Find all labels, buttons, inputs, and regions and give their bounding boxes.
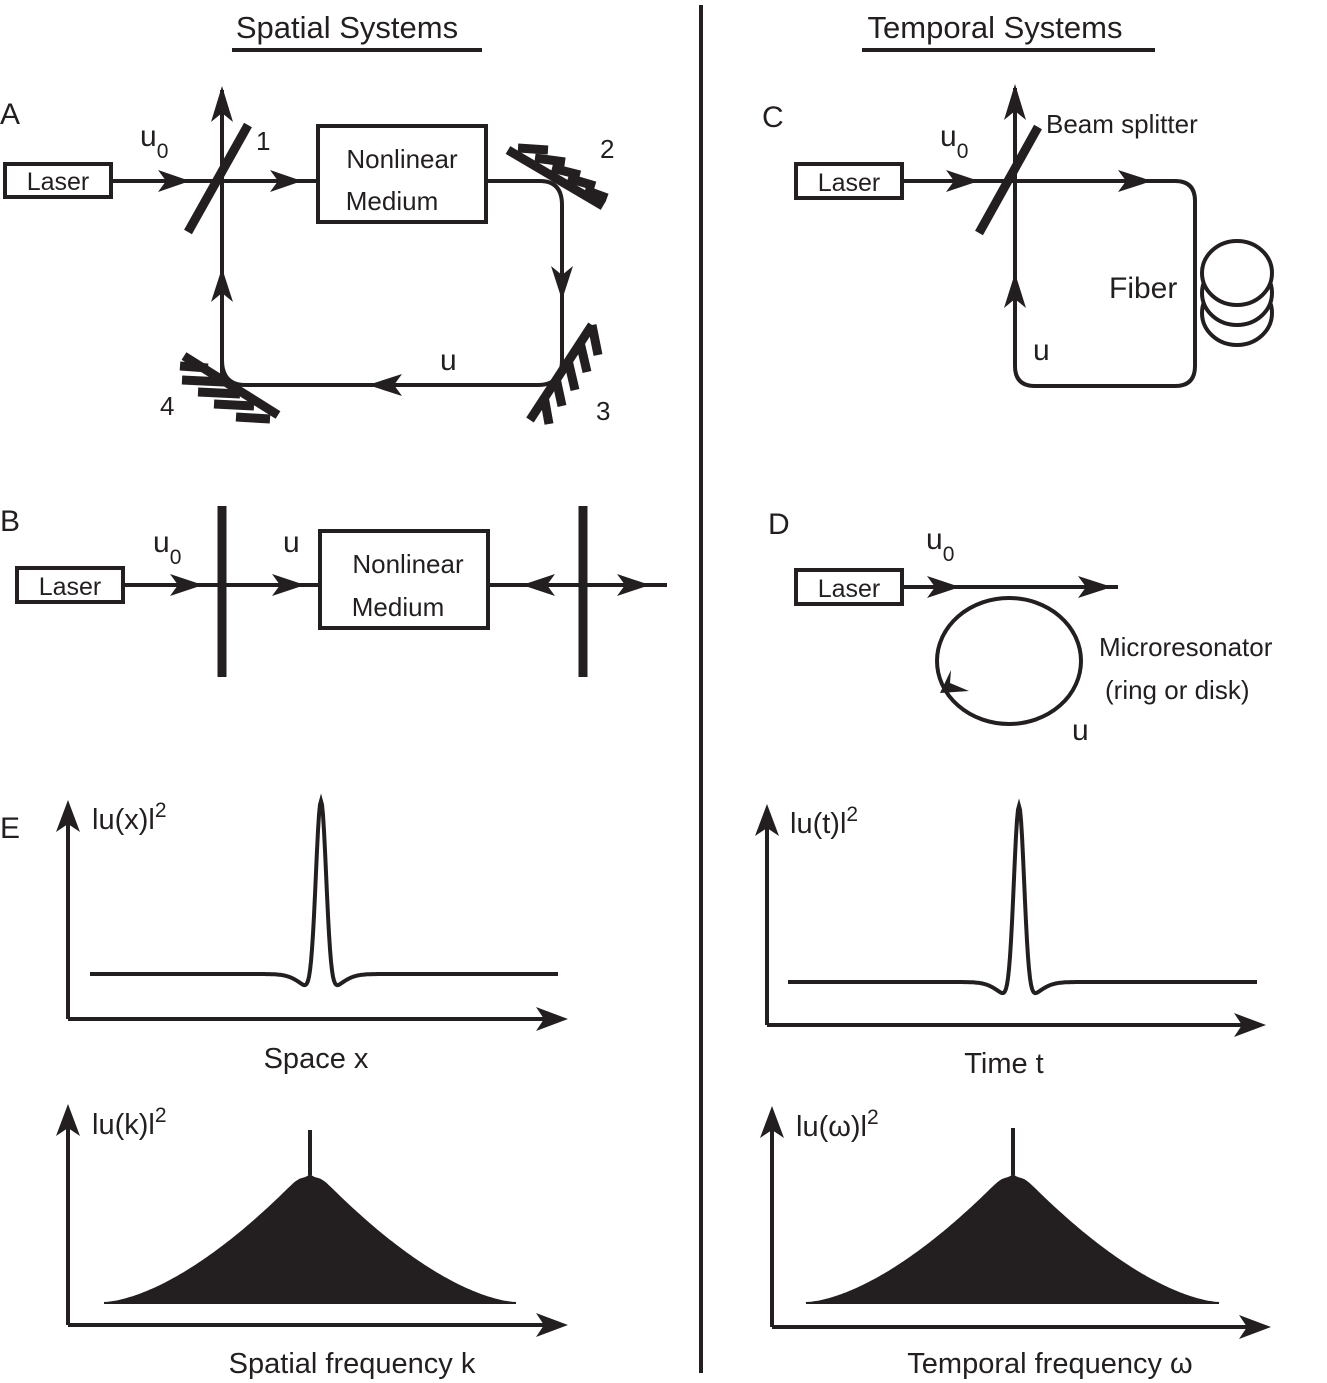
panel-a-mirror-2 — [505, 143, 609, 210]
panel-b-reflect-arrow — [522, 574, 555, 596]
panel-c-output-arrow — [1004, 84, 1026, 120]
panel-a-mirror-1-label: 1 — [256, 126, 270, 156]
panel-letter-e: E — [0, 812, 20, 845]
panel-letter-b: B — [0, 505, 20, 538]
plot-space-soliton-curve — [90, 793, 558, 988]
plot-space-ylabel: lu(x)l2 — [92, 799, 167, 836]
panel-a-medium-line2: Medium — [346, 186, 438, 216]
plot-time-xlabel: Time t — [964, 1048, 1043, 1080]
plot-k-x-arrow — [536, 1313, 568, 1337]
panel-a-mirror-3-label: 3 — [596, 396, 610, 426]
plot-w-ylabel: lu(ω)l2 — [796, 1106, 879, 1143]
panel-a-ring-cavity: A Laser u0 1 Nonlinear Medium u — [0, 86, 614, 426]
panel-a-mirror-4-label: 4 — [160, 391, 174, 421]
panel-b-medium-line2: Medium — [352, 592, 444, 622]
plot-time-intensity: lu(t)l2 Time t — [755, 798, 1266, 1080]
panel-d-cavity-field: u — [1072, 714, 1089, 747]
panel-b-laser-label: Laser — [39, 573, 102, 601]
plot-space-intensity: lu(x)l2 Space x — [56, 793, 568, 1075]
panel-a-beam-splitter — [184, 122, 252, 235]
heading-temporal: Temporal Systems — [868, 10, 1123, 45]
panel-letter-d: D — [768, 508, 790, 541]
plot-k-y-arrow — [56, 1104, 80, 1136]
plot-k-xlabel: Spatial frequency k — [229, 1348, 476, 1380]
panel-letter-c: C — [762, 101, 784, 134]
plot-w-x-arrow — [1239, 1315, 1271, 1339]
plot-space-x-arrow — [536, 1007, 568, 1031]
plot-space-xlabel: Space x — [264, 1043, 369, 1075]
panel-b-input-arrow — [170, 574, 203, 596]
plot-w-spectrum: lu(ω)l2 Temporal frequency ω — [760, 1106, 1271, 1380]
panel-b-cavity-field: u — [283, 526, 300, 559]
panel-d-laser-label: Laser — [818, 575, 881, 603]
plot-time-soliton-curve — [788, 798, 1257, 996]
panel-a-mirror-4 — [179, 352, 281, 424]
plot-time-ylabel: lu(t)l2 — [790, 803, 858, 840]
plot-k-spectrum: lu(k)l2 Spatial frequency k — [56, 1104, 568, 1380]
panel-d-resonator-line1: Microresonator — [1099, 632, 1273, 662]
panel-b-medium-line1: Nonlinear — [352, 549, 464, 579]
panel-a-mirror-2-label: 2 — [600, 134, 614, 164]
panel-a-medium-line1: Nonlinear — [346, 144, 458, 174]
panel-a-laser-label: Laser — [27, 168, 90, 196]
panel-b-output-arrow — [617, 574, 650, 596]
panel-c-beam-splitter — [975, 124, 1042, 236]
panel-c-beam-splitter-label: Beam splitter — [1046, 109, 1198, 139]
panel-d-input-field: u0 — [926, 523, 954, 566]
heading-spatial: Spatial Systems — [236, 10, 458, 45]
plot-w-spectrum-envelope — [805, 1175, 1220, 1304]
panel-a-beam-arrow — [270, 170, 302, 192]
panel-a-mirror-3 — [526, 322, 603, 425]
panel-b-laser-box — [15, 566, 125, 604]
plot-time-y-arrow — [755, 804, 779, 836]
panel-c-fiber-loop — [1013, 179, 1197, 388]
panel-d-resonator-line2: (ring or disk) — [1105, 675, 1249, 705]
panel-c-fiber-label: Fiber — [1109, 272, 1177, 305]
plot-w-xlabel: Temporal frequency ω — [907, 1348, 1192, 1380]
panel-c-input-arrow — [946, 170, 979, 192]
panel-c-loop-arrow — [1118, 170, 1152, 192]
panel-b-medium-box — [318, 529, 490, 630]
panel-letter-a: A — [0, 98, 20, 131]
plot-k-ylabel: lu(k)l2 — [92, 1104, 167, 1141]
panel-a-output-arrow — [211, 86, 233, 122]
panel-b-fabry-perot: B Laser u0 u Nonlinear Medium — [0, 505, 667, 677]
panel-a-bottom-arrow — [368, 374, 402, 396]
panel-d-output-arrow — [1078, 576, 1112, 598]
panel-a-input-arrow — [158, 170, 190, 192]
panel-d-ring-arrow — [940, 670, 969, 693]
panel-a-laser-box — [3, 162, 113, 199]
panel-c-cavity-field: u — [1033, 334, 1050, 367]
plot-time-x-arrow — [1234, 1013, 1266, 1037]
panel-a-down-arrow — [551, 266, 573, 300]
panel-d-input-arrow — [927, 576, 960, 598]
panel-c-return-arrow — [1004, 273, 1026, 308]
panel-c-fiber-cavity: C Laser u0 Beam splitter Fiber u — [762, 84, 1274, 388]
plot-k-spectrum-envelope — [103, 1173, 517, 1304]
panel-a-cavity-field: u — [440, 344, 457, 377]
panel-b-input-field: u0 — [153, 526, 181, 569]
panel-c-input-field: u0 — [940, 120, 968, 163]
panel-b-cavity-arrow — [272, 574, 305, 596]
plot-w-y-arrow — [760, 1106, 784, 1138]
fiber-spool-icon — [1200, 239, 1274, 347]
panel-a-return-arrow — [211, 268, 233, 302]
plot-space-y-arrow — [56, 800, 80, 832]
panel-a-input-field: u0 — [140, 120, 168, 163]
panel-d-ring — [935, 596, 1083, 726]
panel-c-laser-label: Laser — [818, 169, 881, 197]
panel-d-microresonator: D Laser u0 Microresonator (ring or disk)… — [768, 508, 1273, 747]
panel-a-medium-box — [316, 124, 488, 224]
